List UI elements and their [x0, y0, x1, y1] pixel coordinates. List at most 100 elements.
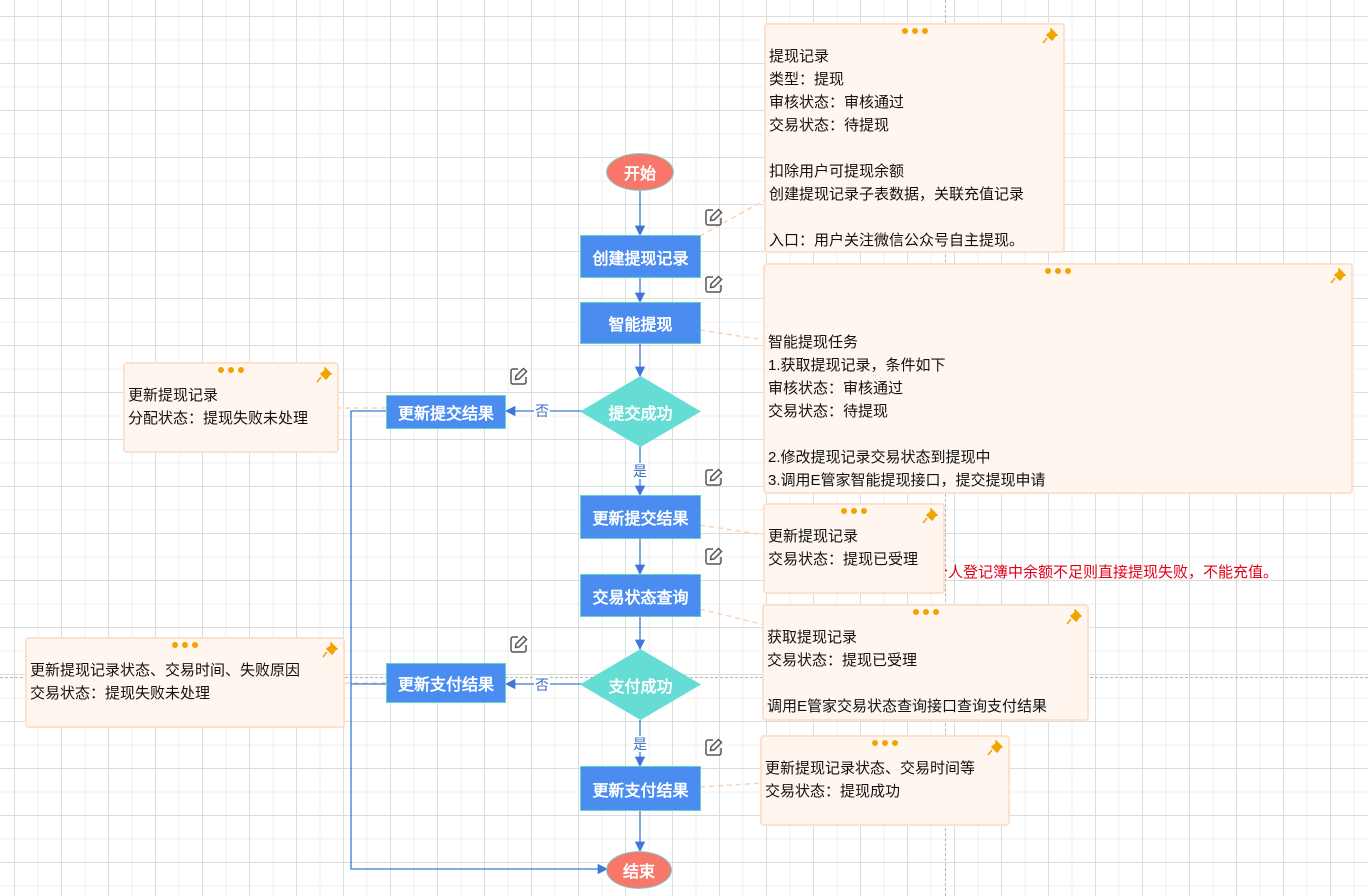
- smart-withdraw-node[interactable]: 智能提现: [580, 302, 701, 344]
- note-line: 交易状态：待提现: [769, 117, 890, 134]
- pin-icon[interactable]: [1042, 28, 1058, 44]
- note-line: 更新提现记录状态、交易时间等: [765, 760, 976, 777]
- pin-icon[interactable]: [322, 642, 338, 658]
- pay-success-label: 支付成功: [608, 678, 673, 696]
- update-submit-ok-node[interactable]: 更新提交结果: [580, 495, 701, 539]
- note-line: 审核状态：审核通过: [768, 380, 904, 397]
- more-dots-icon[interactable]: [218, 367, 244, 373]
- note-link-smart-withdraw: [699, 329, 766, 341]
- note-line: 调用E管家交易状态查询接口查询支付结果: [767, 698, 1048, 715]
- note-body: 更新提现记录状态、交易时间、失败原因交易状态：提现失败未处理: [30, 659, 340, 705]
- more-dots-icon[interactable]: [912, 609, 939, 615]
- create-record-label: 创建提现记录: [592, 250, 689, 268]
- note-line: 交易状态：待提现: [768, 403, 889, 420]
- note-line: 分配状态：提现失败未处理: [128, 410, 309, 427]
- pin-icon[interactable]: [922, 508, 938, 524]
- edit-icon[interactable]: [704, 467, 724, 487]
- note-pay-ok[interactable]: 更新提现记录状态、交易时间等交易状态：提现成功: [760, 735, 1010, 826]
- note-line: 智能提现任务: [768, 334, 859, 351]
- smart-withdraw-label: 智能提现: [608, 317, 673, 334]
- edit-icon[interactable]: [704, 737, 724, 757]
- note-line: 提现记录: [769, 48, 830, 65]
- note-links: [338, 199, 766, 788]
- note-line: [769, 137, 1060, 160]
- note-link-tx-query: [699, 608, 766, 626]
- pay-success-decision[interactable]: 支付成功: [580, 649, 701, 720]
- note-line: 扣除用户可提现余额: [769, 163, 905, 180]
- note-line: 3.调用E管家智能提现接口，提交提现申请: [768, 472, 1046, 489]
- note-line: 类型：提现: [769, 71, 845, 88]
- note-line: 审核状态：审核通过: [769, 94, 905, 111]
- edge-label-pay-no: 否: [534, 677, 550, 693]
- note-line: [767, 672, 1084, 695]
- edit-icon[interactable]: [509, 366, 529, 386]
- pin-icon[interactable]: [1066, 609, 1082, 625]
- note-line: 更新提现记录状态、交易时间、失败原因: [30, 662, 301, 679]
- note-line: 更新提现记录: [128, 387, 219, 404]
- note-line: [769, 206, 1060, 229]
- note-tx-query[interactable]: 获取提现记录交易状态：提现已受理调用E管家交易状态查询接口查询支付结果: [762, 604, 1089, 721]
- note-submit-fail[interactable]: 更新提现记录分配状态：提现失败未处理: [123, 362, 339, 453]
- submit-success-decision[interactable]: 提交成功: [580, 376, 701, 447]
- note-create-record[interactable]: 提现记录类型：提现审核状态：审核通过交易状态：待提现扣除用户可提现余额创建提现记…: [764, 23, 1065, 253]
- note-line: 1.获取提现记录，条件如下: [768, 357, 946, 374]
- note-line: 交易状态：提现成功: [765, 783, 901, 800]
- update-submit-fail-label: 更新提交结果: [397, 406, 494, 423]
- note-link-submit-ok: [699, 524, 766, 536]
- pin-icon[interactable]: [1330, 268, 1346, 284]
- note-body: 更新提现记录状态、交易时间等交易状态：提现成功: [765, 757, 1005, 803]
- end-node[interactable]: 结束: [606, 851, 672, 889]
- note-line: 交易状态：提现失败未处理: [30, 685, 211, 702]
- note-line: 交易状态：提现已受理: [768, 551, 919, 568]
- more-dots-icon[interactable]: [841, 508, 867, 514]
- edge-label-submit-no: 否: [534, 403, 550, 419]
- pin-icon[interactable]: [316, 367, 332, 383]
- create-record-node[interactable]: 创建提现记录: [580, 235, 701, 278]
- tx-query-node[interactable]: 交易状态查询: [580, 574, 701, 617]
- start-node-label: 开始: [623, 166, 656, 183]
- edit-icon[interactable]: [704, 274, 724, 294]
- note-line: [768, 423, 1348, 446]
- more-dots-icon[interactable]: [1045, 268, 1071, 274]
- note-submit-ok[interactable]: 更新提现记录交易状态：提现已受理: [763, 503, 945, 594]
- note-body: 更新提现记录分配状态：提现失败未处理: [128, 384, 334, 430]
- note-body: 提现记录类型：提现审核状态：审核通过交易状态：待提现扣除用户可提现余额创建提现记…: [769, 45, 1060, 252]
- note-pay-fail[interactable]: 更新提现记录状态、交易时间、失败原因交易状态：提现失败未处理: [25, 637, 345, 728]
- note-link-create-record: [699, 199, 766, 237]
- note-body: 获取提现记录交易状态：提现已受理调用E管家交易状态查询接口查询支付结果: [767, 626, 1084, 718]
- update-pay-ok-node[interactable]: 更新支付结果: [580, 766, 701, 811]
- update-pay-ok-label: 更新支付结果: [592, 782, 689, 800]
- note-line: 获取提现记录: [767, 629, 858, 646]
- more-dots-icon[interactable]: [872, 740, 898, 746]
- edit-icon[interactable]: [704, 207, 724, 227]
- note-link-pay-ok: [699, 782, 763, 788]
- update-submit-fail-node[interactable]: 更新提交结果: [386, 395, 506, 429]
- note-line: 交易状态：提现已受理: [767, 652, 918, 669]
- start-node[interactable]: 开始: [606, 153, 674, 191]
- more-dots-icon[interactable]: [901, 28, 928, 34]
- update-pay-fail-node[interactable]: 更新支付结果: [386, 663, 506, 703]
- note-smart-withdraw[interactable]: 智能提现任务 1.获取提现记录，条件如下审核状态：审核通过交易状态：待提现 2.修改…: [763, 263, 1353, 581]
- diamond-shape: [580, 649, 701, 720]
- pin-icon[interactable]: [987, 740, 1003, 756]
- edit-icon[interactable]: [509, 634, 529, 654]
- update-submit-ok-label: 更新提交结果: [592, 511, 689, 528]
- edit-icon[interactable]: [704, 546, 724, 566]
- submit-success-label: 提交成功: [608, 405, 673, 423]
- note-line: 创建提现记录子表数据，关联充值记录: [769, 186, 1025, 203]
- diamond-shape: [580, 376, 701, 447]
- note-line: 2.修改提现记录交易状态到提现中: [768, 449, 991, 466]
- edge-label-submit-yes: 是: [632, 463, 648, 479]
- edge-label-pay-yes: 是: [632, 736, 648, 752]
- edge-submit-fail-end: [350, 410, 609, 875]
- note-line: 入口：用户关注微信公众号自主提现。: [769, 232, 1025, 249]
- note-line: 更新提现记录: [768, 528, 859, 545]
- note-lines: 智能提现任务 1.获取提现记录，条件如下审核状态：审核通过交易状态：待提现 2.修改…: [768, 331, 1348, 515]
- update-pay-fail-label: 更新支付结果: [397, 677, 494, 694]
- tx-query-label: 交易状态查询: [592, 589, 689, 607]
- more-dots-icon[interactable]: [172, 642, 198, 648]
- flow-edges: [350, 190, 646, 875]
- note-body: 更新提现记录交易状态：提现已受理: [768, 525, 940, 571]
- end-node-label: 结束: [622, 864, 655, 881]
